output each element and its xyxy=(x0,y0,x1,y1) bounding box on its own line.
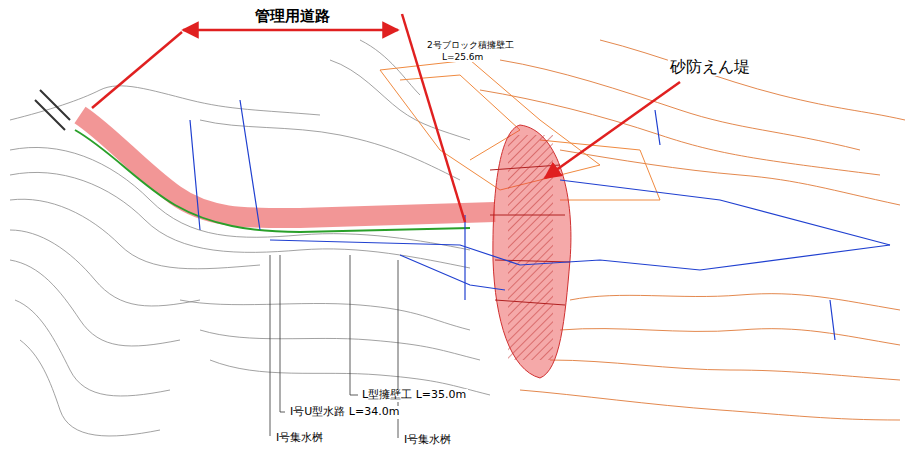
survey-lines xyxy=(190,100,890,340)
road-edge xyxy=(75,130,470,232)
wall-name: 2号ブロック積擁壁工 xyxy=(425,40,516,50)
callout-arrows xyxy=(92,14,680,222)
sabo-dam xyxy=(493,125,571,378)
catch-basin-label: I号集水桝 xyxy=(274,432,325,445)
dam-callout: 砂防えん堤 xyxy=(668,58,752,76)
wall-length: L=25.6m xyxy=(440,52,485,62)
wall-label: L型擁壁工 L=35.0m xyxy=(360,389,468,402)
contours xyxy=(10,40,490,436)
catch-basin-label: I号集水桝 xyxy=(402,434,453,447)
channel-label: I号U型水路 L=34.0m xyxy=(288,406,401,419)
contours xyxy=(480,40,905,420)
management-road xyxy=(80,115,495,218)
road-callout: 管理用道路 xyxy=(253,8,332,25)
dam-hatch xyxy=(508,135,553,360)
